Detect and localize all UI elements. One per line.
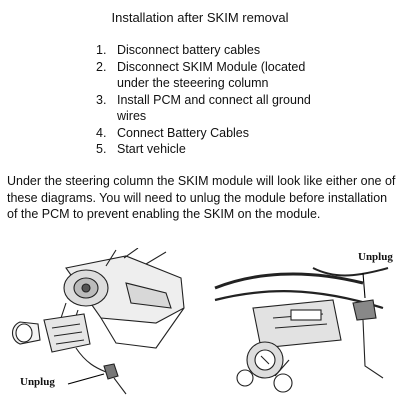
step-item: 5. Start vehicle bbox=[88, 141, 388, 158]
step-number: 5. bbox=[96, 142, 107, 156]
step-text-continued: wires bbox=[117, 109, 147, 123]
step-item: 2. Disconnect SKIM Module (located under… bbox=[88, 59, 388, 92]
instruction-steps: 1. Disconnect battery cables 2. Disconne… bbox=[88, 42, 388, 158]
step-text: Start vehicle bbox=[117, 142, 186, 156]
unplug-label-right: Unplug bbox=[358, 251, 393, 263]
step-item: 3. Install PCM and connect all ground wi… bbox=[88, 92, 388, 125]
step-item: 4. Connect Battery Cables bbox=[88, 125, 388, 142]
step-text: Connect Battery Cables bbox=[117, 125, 250, 140]
step-number: 1. bbox=[96, 43, 107, 57]
steering-column-illustration bbox=[11, 248, 185, 395]
step-number: 3. bbox=[96, 92, 107, 107]
step-text: Disconnect SKIM Module (located bbox=[117, 59, 306, 74]
unplug-label-left: Unplug bbox=[20, 376, 55, 388]
step-number: 4. bbox=[96, 125, 107, 140]
step-text-continued: under the steeering column bbox=[117, 76, 269, 90]
ignition-module-illustration bbox=[214, 267, 389, 393]
instruction-paragraph: Under the steering column the SKIM modul… bbox=[7, 174, 396, 221]
page-title: Installation after SKIM removal bbox=[111, 10, 289, 25]
skim-diagram-left: Unplug bbox=[6, 248, 189, 396]
step-item: 1. Disconnect battery cables bbox=[88, 42, 388, 59]
step-text: Disconnect battery cables bbox=[117, 43, 261, 57]
step-text: Install PCM and connect all ground bbox=[117, 92, 311, 107]
step-number: 2. bbox=[96, 59, 107, 74]
skim-diagram-right: Unplug bbox=[213, 248, 396, 396]
